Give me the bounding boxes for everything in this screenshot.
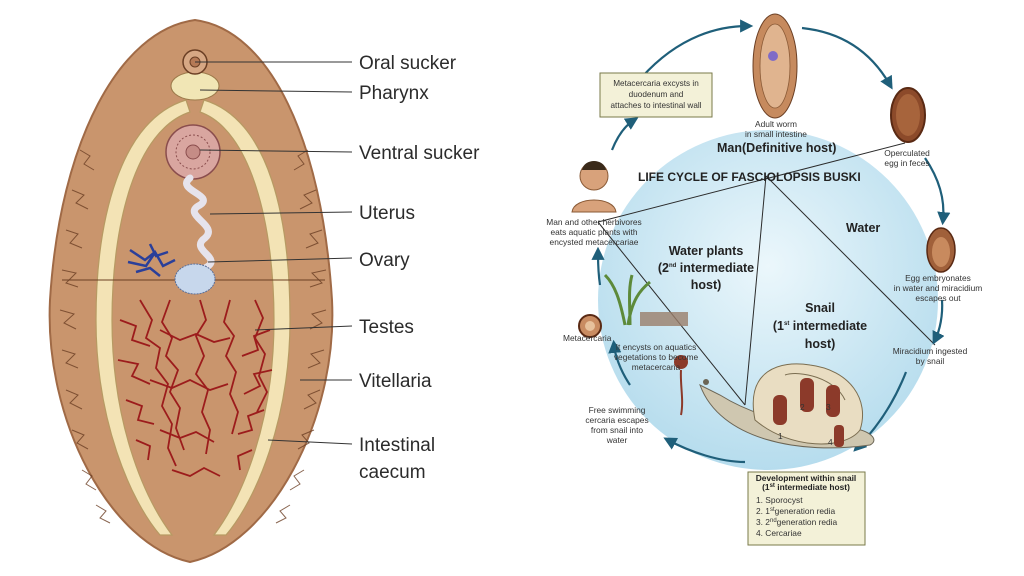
water-plants-line-2: (2nd intermediate <box>658 261 754 275</box>
snail-stage-1: 1 <box>778 431 783 441</box>
embryonates-line-2: in water and miracidium <box>894 283 982 293</box>
egg-icon <box>890 87 926 143</box>
adult-worm-line-1: Adult worm <box>755 119 797 129</box>
lifecycle-texts: Metacercaria excysts in duodenum and att… <box>546 79 982 538</box>
ovary-branches <box>127 243 176 277</box>
excyst-line-1: Metacercaria excysts in <box>613 79 699 88</box>
metacercaria-label: Metacercaria <box>563 333 612 343</box>
water-label: Water <box>846 221 880 235</box>
man-eats-line-1: Man and other herbivores <box>546 217 641 227</box>
vitellaria-texture <box>59 149 327 524</box>
worm-anatomy-illustration <box>48 18 334 564</box>
cycle-arrows <box>591 19 951 464</box>
label-vitellaria: Vitellaria <box>359 371 432 392</box>
dev-title: Development within snail <box>756 473 857 483</box>
label-uterus: Uterus <box>359 203 415 224</box>
snail-stage-3: 3 <box>826 402 831 412</box>
encysts-line-3: metacercaria <box>632 362 681 372</box>
intestinal-caecum <box>95 99 191 536</box>
metacercaria-icon <box>578 314 602 338</box>
label-ventral-sucker: Ventral sucker <box>359 143 480 164</box>
anatomy-labels: Oral sucker Pharynx Ventral sucker Uteru… <box>359 53 480 483</box>
encysts-line-1: It encysts on aquatics <box>616 342 697 352</box>
snail-line-3: host) <box>805 337 836 351</box>
intestinal-caecum-right <box>199 99 291 536</box>
excyst-line-3: attaches to intestinal wall <box>610 101 701 110</box>
snail-icon <box>699 363 875 449</box>
development-box <box>747 471 866 546</box>
definitive-host-label: Man(Definitive host) <box>717 141 836 155</box>
label-caecum: caecum <box>359 462 426 483</box>
operculated-line-1: Operculated <box>884 148 930 158</box>
label-pharynx: Pharynx <box>359 83 429 104</box>
snail-stage-2: 2 <box>800 402 805 412</box>
lifecycle-title: LIFE CYCLE OF FASCIOLOPSIS BUSKI <box>638 170 861 184</box>
testes-branches <box>117 299 273 477</box>
label-testes: Testes <box>359 317 414 338</box>
free-swim-line-4: water <box>606 435 628 445</box>
cercaria-icon <box>674 355 688 416</box>
man-eats-line-2: eats aquatic plants with <box>550 227 637 237</box>
miracidium-line-2: by snail <box>916 356 945 366</box>
adult-worm-icon <box>752 13 798 119</box>
snail-stage-4: 4 <box>828 437 833 447</box>
embryonated-egg-icon <box>926 227 956 273</box>
ovary-shape <box>174 263 216 295</box>
operculated-line-2: egg in feces <box>884 158 929 168</box>
anatomy-leader-lines <box>195 61 353 445</box>
encysts-line-2: vegetations to become <box>614 352 699 362</box>
snail-line-2: (1st intermediate <box>773 319 867 333</box>
excyst-line-2: duodenum and <box>629 90 684 99</box>
sector-lines <box>597 142 936 406</box>
free-swim-line-1: Free swimming <box>589 405 646 415</box>
snail-line-1: Snail <box>805 301 835 315</box>
miracidium-line-1: Miracidium ingested <box>893 346 968 356</box>
dev-item-4: 4. Cercariae <box>756 528 802 538</box>
free-swim-line-2: cercaria escapes <box>585 415 648 425</box>
embryonates-line-1: Egg embryonates <box>905 273 971 283</box>
embryonates-line-3: escapes out <box>915 293 961 303</box>
dev-item-1: 1. Sporocyst <box>756 495 803 505</box>
water-plant-icon <box>603 273 688 326</box>
dev-subtitle: (1st intermediate host) <box>762 482 850 492</box>
label-ovary: Ovary <box>359 250 410 271</box>
label-intestinal: Intestinal <box>359 435 435 456</box>
man-icon <box>571 161 617 213</box>
water-region <box>598 130 938 470</box>
dev-item-3: 3. 2ndgeneration redia <box>756 517 838 527</box>
free-swim-line-3: from snail into <box>591 425 643 435</box>
life-cycle-diagram: Metacercaria excysts in duodenum and att… <box>546 13 982 546</box>
excyst-box <box>599 72 713 118</box>
man-eats-line-3: encysted metacercariae <box>550 237 639 247</box>
adult-worm-line-2: in small intestine <box>745 129 807 139</box>
water-plants-line-1: Water plants <box>669 244 744 258</box>
label-oral-sucker: Oral sucker <box>359 53 457 74</box>
dev-item-2: 2. 1stgeneration redia <box>756 506 836 516</box>
pharynx-shape <box>170 71 220 101</box>
water-plants-line-3: host) <box>691 278 722 292</box>
uterus-shape <box>183 174 215 272</box>
